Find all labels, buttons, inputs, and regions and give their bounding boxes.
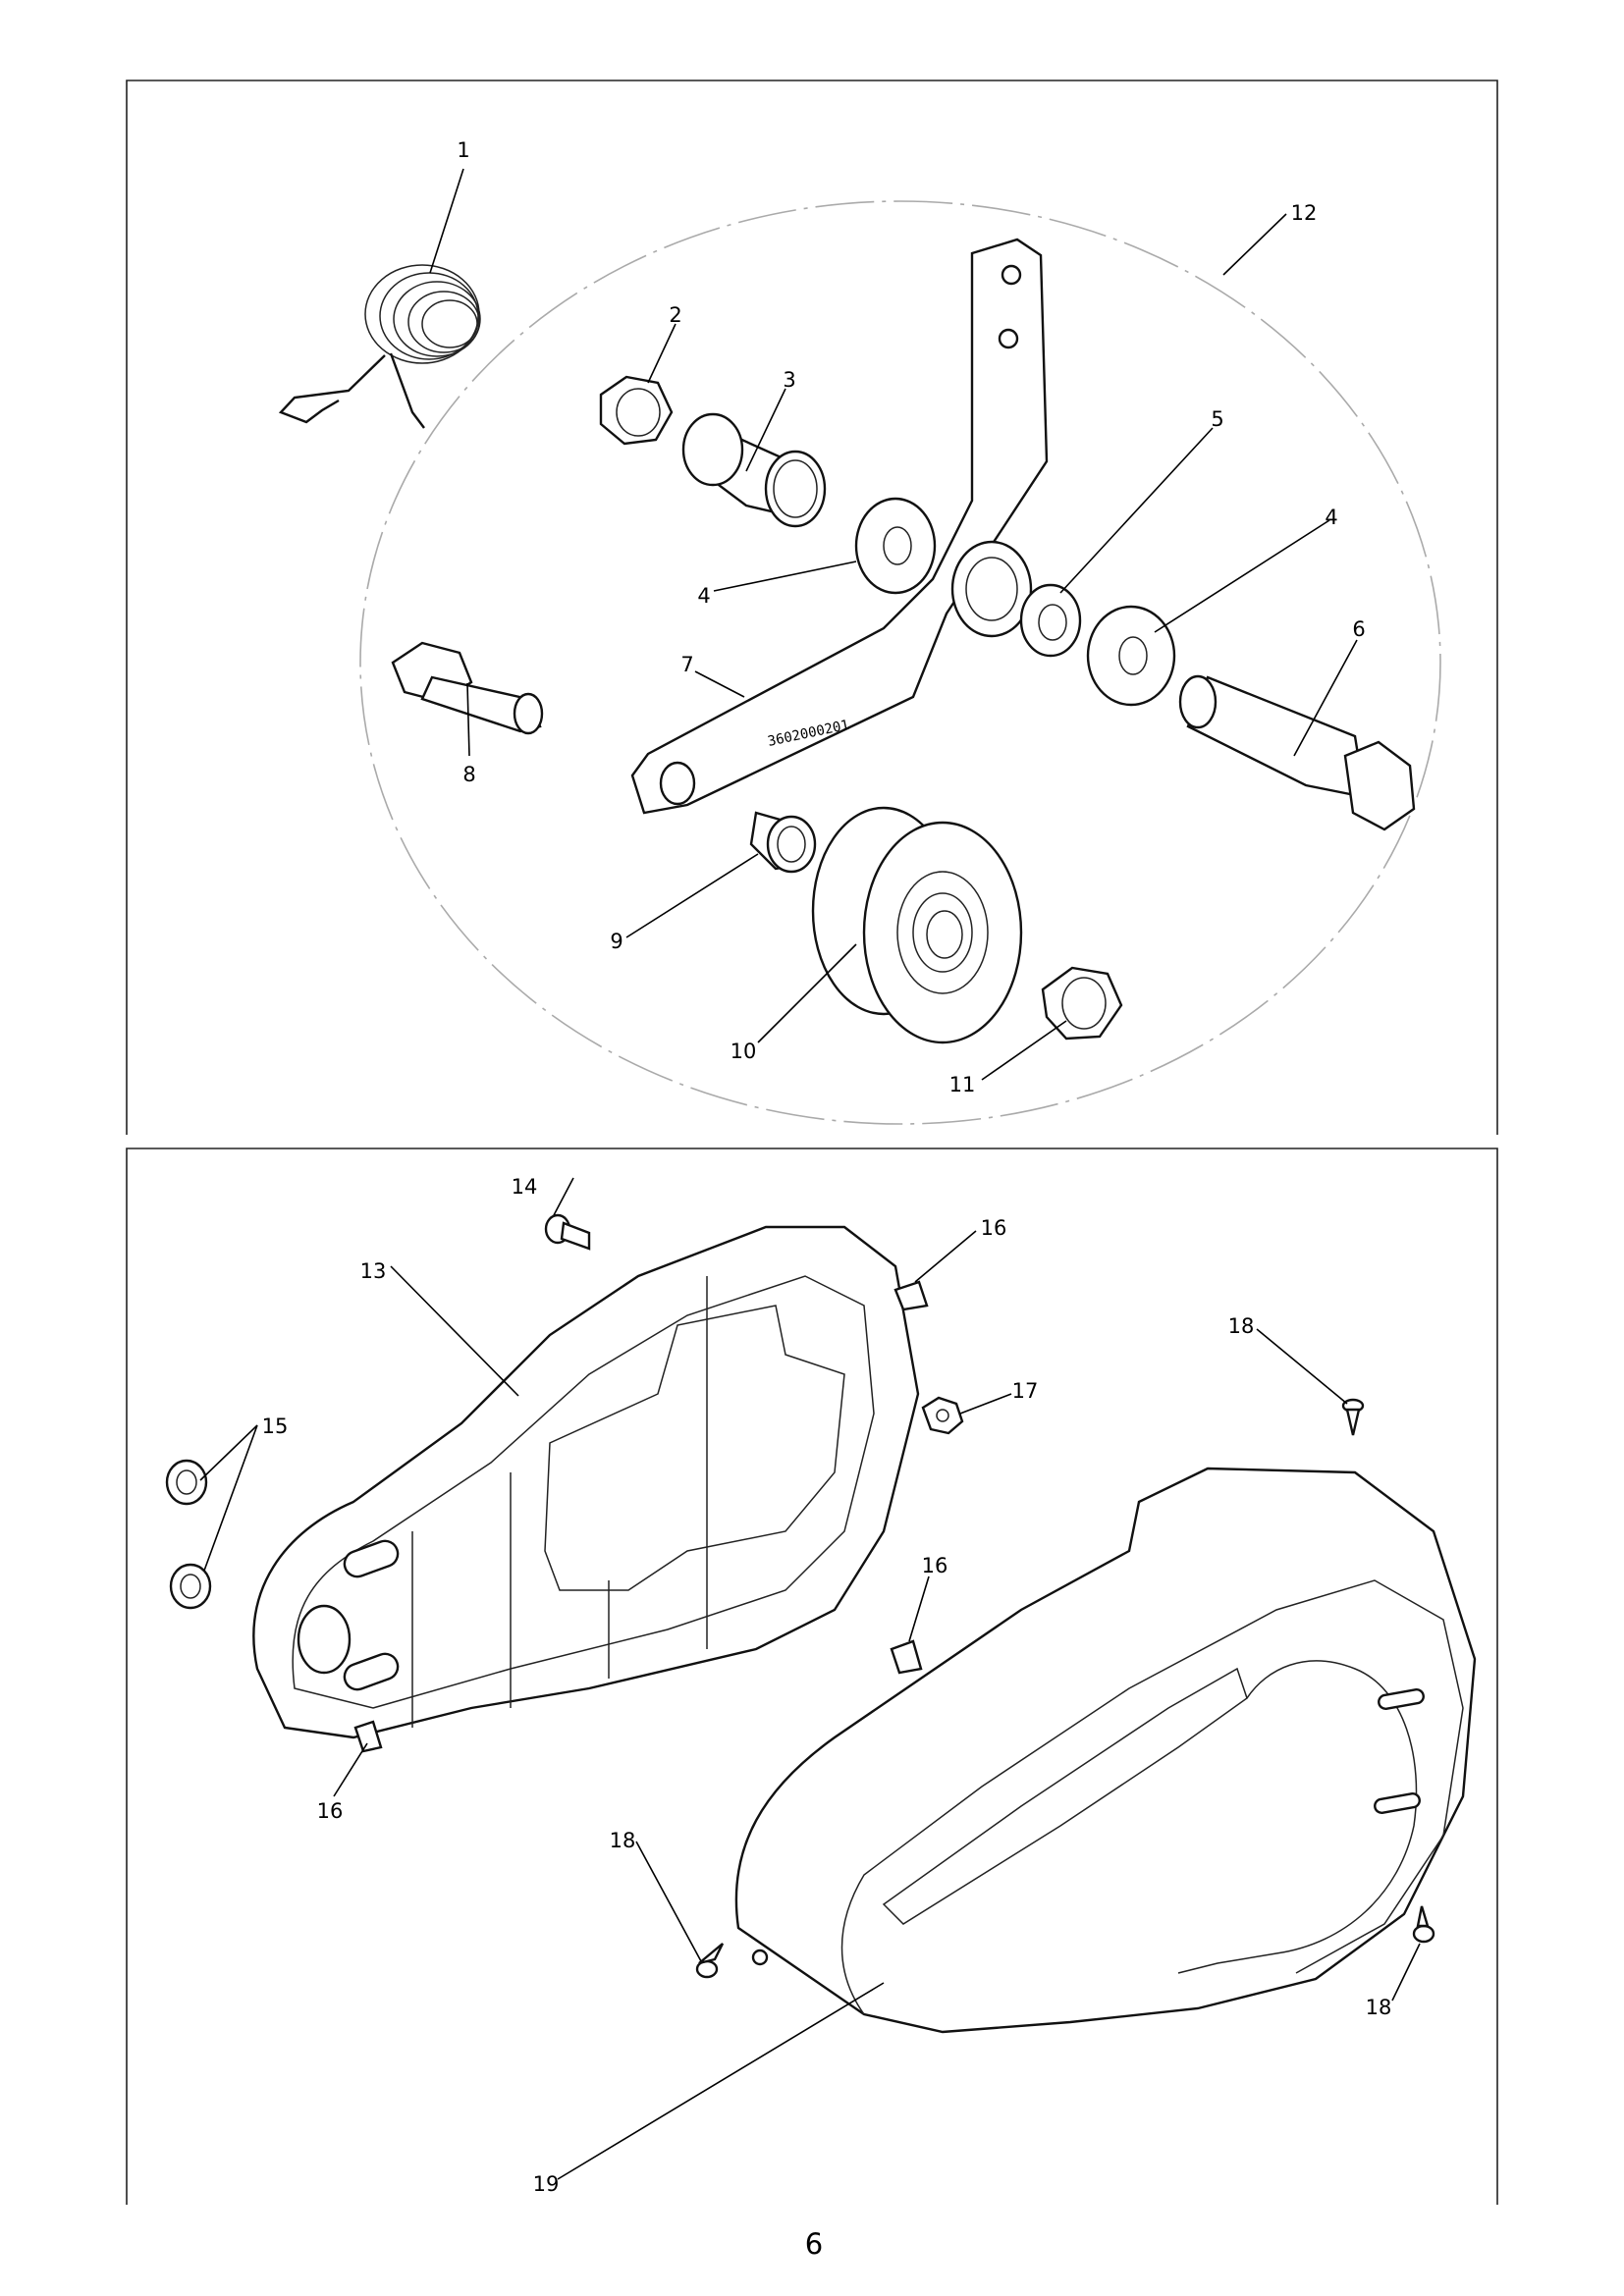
callout-4-left: 4	[697, 584, 710, 608]
top-panel-frame	[126, 80, 1498, 1135]
callout-8: 8	[462, 763, 475, 786]
washer-left	[854, 497, 937, 595]
hex-bolt-left	[391, 641, 544, 735]
callout-9: 9	[610, 930, 623, 953]
callout-10: 10	[731, 1040, 757, 1063]
self-tapping-screw-right	[1412, 1905, 1435, 1944]
washer-right	[1086, 605, 1176, 707]
inner-belt-guard	[252, 1225, 920, 1739]
callout-7: 7	[680, 653, 693, 676]
idler-pulley	[811, 806, 1023, 1044]
callout-16-bottom: 16	[317, 1799, 344, 1823]
clip-bottom	[353, 1720, 383, 1753]
callout-labels: 1 2 3 4 4 5 6 7 8 9 10 11 12 13 14 15 16…	[262, 138, 1392, 2196]
callout-13: 13	[360, 1259, 387, 1283]
hex-nut-bottom	[1041, 966, 1123, 1041]
callout-4-right: 4	[1325, 506, 1337, 529]
callout-12: 12	[1291, 201, 1318, 225]
self-tapping-screw-top	[1341, 1398, 1365, 1436]
callout-18-right: 18	[1366, 1996, 1392, 2019]
callout-6: 6	[1352, 617, 1365, 641]
clip-middle	[890, 1639, 923, 1675]
clip-top	[893, 1280, 929, 1311]
hex-nut-top	[599, 375, 674, 446]
callout-14: 14	[512, 1175, 538, 1199]
spacer-ring	[1019, 583, 1082, 658]
bottom-panel-frame	[126, 1148, 1498, 2205]
callout-2: 2	[669, 303, 681, 327]
callout-11: 11	[949, 1073, 976, 1096]
callout-17: 17	[1012, 1379, 1039, 1403]
callout-1: 1	[457, 138, 469, 162]
callout-18-top: 18	[1228, 1314, 1255, 1338]
shoulder-screw	[544, 1213, 591, 1251]
callout-16-middle: 16	[922, 1554, 948, 1577]
flange-nut	[921, 1396, 964, 1435]
assembly-outline-ellipse	[359, 200, 1441, 1125]
hex-bolt-right	[1178, 674, 1416, 831]
torsion-spring	[278, 264, 481, 429]
rubber-bushing-lower	[169, 1563, 212, 1610]
pulley-spacer	[749, 811, 817, 874]
callout-15: 15	[262, 1415, 289, 1438]
outer-belt-cover	[734, 1467, 1477, 2034]
callout-5: 5	[1211, 407, 1223, 431]
rubber-bushing-upper	[165, 1459, 208, 1506]
callout-3: 3	[783, 368, 795, 392]
self-tapping-screw-left	[695, 1943, 725, 1979]
callout-18-left: 18	[610, 1829, 636, 1852]
page-number: 6	[805, 2227, 823, 2261]
tensioner-arm: 3602000201	[630, 238, 1049, 815]
callout-16-top: 16	[981, 1216, 1007, 1240]
bushing-sleeve	[681, 412, 827, 528]
callout-19: 19	[533, 2172, 560, 2196]
leader-lines	[199, 168, 1421, 2180]
